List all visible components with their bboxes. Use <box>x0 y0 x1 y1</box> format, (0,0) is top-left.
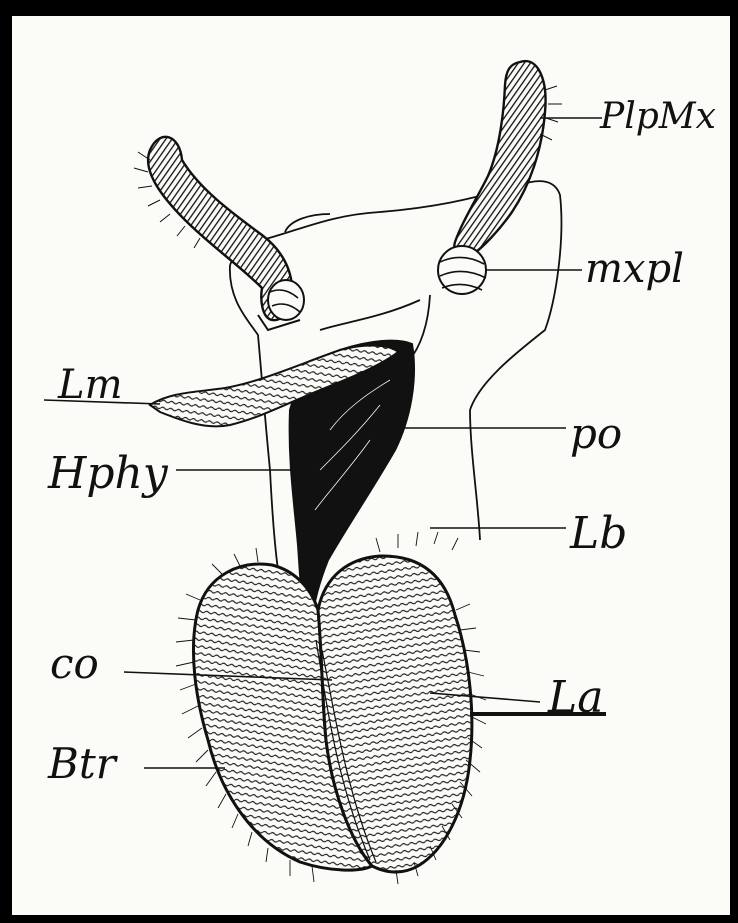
label-plpmx: PlpMx <box>599 96 716 137</box>
label-po: po <box>570 409 622 458</box>
maxillary-palp-left <box>148 137 304 330</box>
label-la: La <box>547 672 603 723</box>
label-lm: Lm <box>57 362 123 408</box>
label-co: co <box>50 639 99 688</box>
labella <box>193 556 471 872</box>
label-hphy: Hphy <box>47 448 169 499</box>
label-lb: Lb <box>569 508 627 559</box>
maxillary-palp-right <box>438 61 546 294</box>
label-btr: Btr <box>47 739 119 788</box>
label-mxpl: mxpl <box>585 246 684 292</box>
